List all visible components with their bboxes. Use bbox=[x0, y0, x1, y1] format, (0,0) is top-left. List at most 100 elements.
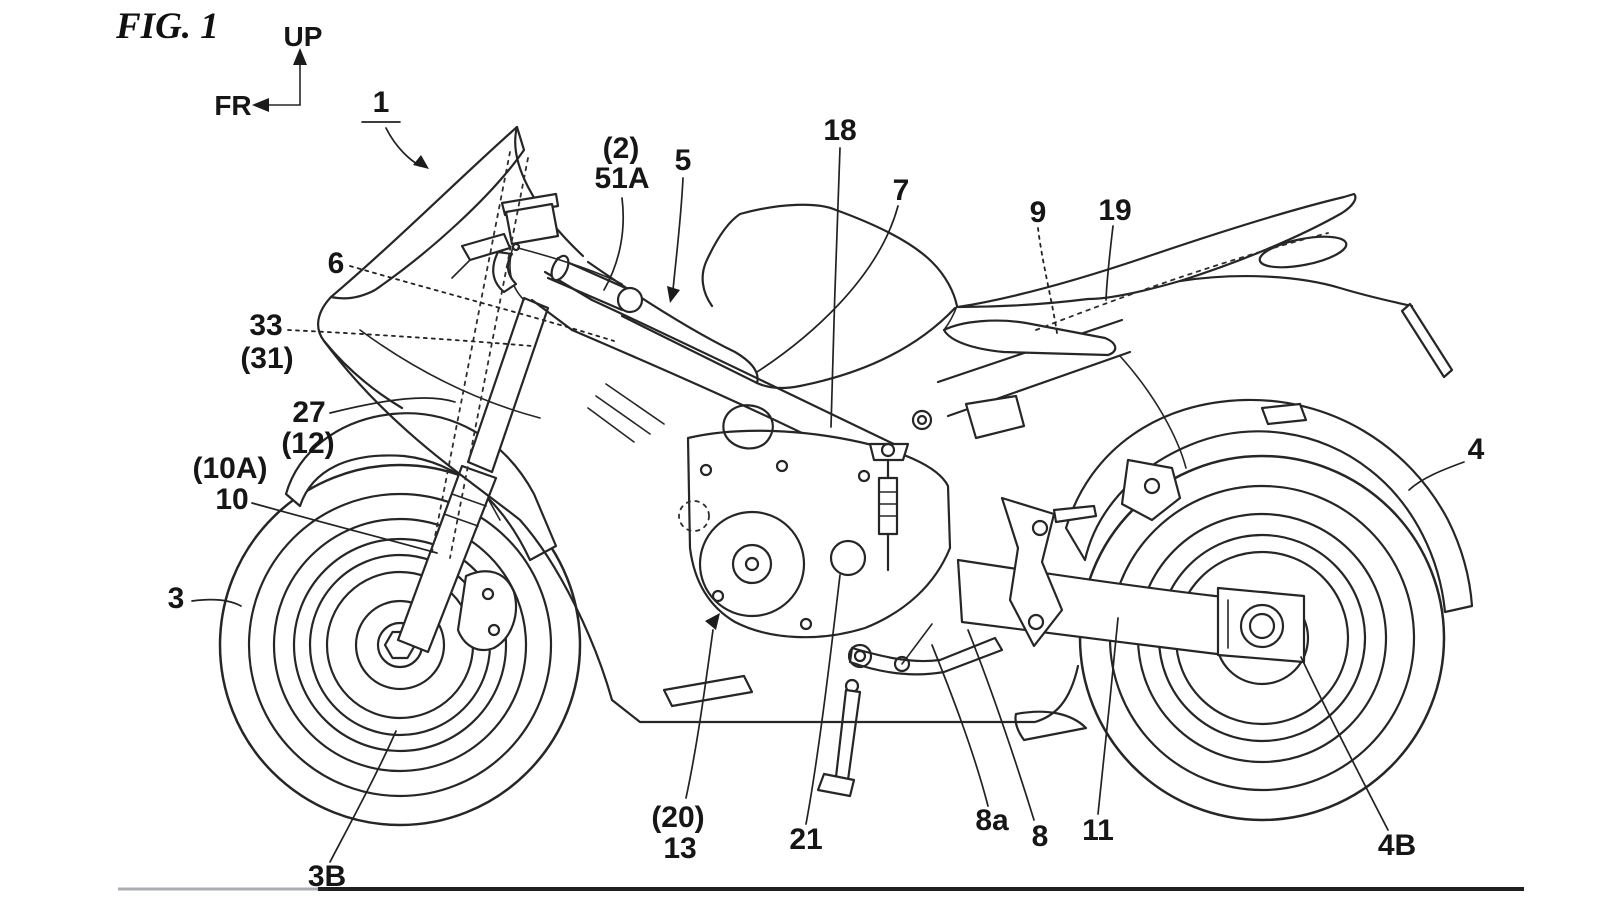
ref-label-18: 18 bbox=[823, 114, 856, 147]
fairing-louver bbox=[605, 383, 665, 425]
rear-shock bbox=[868, 442, 910, 572]
pillion-pad bbox=[1258, 235, 1348, 269]
brake-hose bbox=[509, 243, 525, 301]
ref-label-13: 13 bbox=[663, 832, 696, 865]
tank-side-edge-front bbox=[620, 314, 759, 385]
caliper-body bbox=[456, 570, 518, 652]
ref-4-leader bbox=[1408, 461, 1465, 491]
linkage-rod bbox=[901, 623, 933, 665]
bar-clamp bbox=[492, 250, 518, 294]
engine-bolt bbox=[711, 589, 725, 603]
ref-4B-leader bbox=[1300, 656, 1389, 831]
up-label: UP bbox=[284, 21, 323, 52]
ref-label-5: 5 bbox=[675, 144, 692, 177]
footpeg-bolt bbox=[1027, 613, 1045, 631]
handlebar-controls bbox=[451, 192, 644, 314]
ref-label-31: (31) bbox=[240, 342, 293, 375]
ref-10-leader bbox=[251, 502, 438, 554]
shock-top-mount bbox=[868, 442, 910, 462]
up-arrowhead-icon bbox=[293, 48, 307, 65]
ref-1-leader bbox=[385, 127, 421, 167]
fr-label: FR bbox=[214, 90, 251, 121]
ref-label-11: 11 bbox=[1082, 814, 1114, 847]
engine-bolt bbox=[775, 459, 789, 473]
ref-label-10A: (10A) bbox=[192, 452, 267, 485]
linkage-and-pedal bbox=[847, 623, 1004, 676]
kickstand-leg bbox=[834, 688, 862, 782]
ref-label-4: 4 bbox=[1468, 433, 1485, 466]
rear-fender-hugger bbox=[1064, 398, 1474, 614]
ref-3B-leader bbox=[329, 730, 397, 863]
linkage-pivot-center bbox=[853, 649, 867, 663]
rear-axle-circle bbox=[1239, 603, 1285, 649]
footpeg-plate bbox=[1000, 496, 1064, 648]
under-tail-edge bbox=[1178, 275, 1414, 308]
main-spar-top bbox=[590, 298, 900, 448]
ref-6-leader bbox=[349, 265, 615, 342]
ref-9-leader bbox=[1037, 227, 1058, 334]
bracket-plate bbox=[1120, 458, 1182, 522]
fuel-tank-outline bbox=[701, 203, 959, 308]
ref-label-33: 33 bbox=[249, 309, 282, 342]
tail-stay bbox=[1400, 302, 1454, 379]
clutch-cover-center bbox=[744, 556, 760, 572]
ref-label-6: 6 bbox=[328, 247, 345, 280]
ref-label-27: 27 bbox=[292, 396, 325, 429]
fork-band-line bbox=[451, 493, 487, 507]
brake-pedal-arm bbox=[848, 636, 1004, 676]
subframe-plate bbox=[964, 394, 1026, 440]
ref-label-12: (12) bbox=[281, 427, 334, 460]
kickstand-foot bbox=[816, 772, 856, 798]
subframe-cover-edge bbox=[1119, 355, 1187, 469]
footpeg bbox=[1052, 504, 1098, 524]
engine-cover-circle bbox=[829, 539, 867, 577]
bar-end-weight bbox=[616, 286, 644, 314]
footpeg-bolt bbox=[1031, 519, 1049, 537]
ref-27-leader bbox=[329, 397, 456, 414]
ref-label-19: 19 bbox=[1098, 194, 1131, 227]
fork-slider bbox=[396, 464, 498, 654]
tail-hidden-line bbox=[1035, 232, 1329, 331]
crankcase-outline bbox=[686, 429, 952, 639]
tank-seat-junction bbox=[943, 305, 958, 331]
headlight-edge-line bbox=[359, 329, 541, 419]
rider-seat bbox=[942, 319, 1117, 357]
fairing-louver bbox=[595, 395, 651, 435]
front-rim-circle bbox=[272, 517, 528, 773]
caliper-bolt bbox=[481, 587, 495, 601]
ref-5-leader bbox=[672, 177, 684, 291]
tank-side-edge-rear bbox=[755, 306, 957, 390]
ref-51A-leader bbox=[603, 197, 625, 291]
shock-body bbox=[877, 476, 899, 536]
ref-label-8a: 8a bbox=[975, 804, 1009, 837]
shock-top-eye bbox=[880, 442, 896, 458]
ref-8a-leader bbox=[931, 644, 989, 807]
figure-title: FIG. 1 bbox=[115, 6, 219, 47]
rear-axle-bolt bbox=[1248, 612, 1276, 640]
tail-cowl bbox=[956, 192, 1357, 309]
ref-13-arrowhead-icon bbox=[705, 613, 720, 630]
ref-label-10: 10 bbox=[215, 483, 248, 516]
ref-label-4B: 4B bbox=[1378, 829, 1416, 862]
engine-bolt bbox=[799, 617, 813, 631]
front-hub-circle bbox=[354, 599, 446, 691]
side-fairing-lower-edge bbox=[322, 339, 614, 702]
front-rim-inner-circle bbox=[292, 537, 508, 753]
engine bbox=[678, 429, 952, 639]
engine-bolt bbox=[857, 469, 871, 483]
head-tube-line bbox=[530, 298, 574, 332]
front-tire-circle bbox=[218, 463, 582, 827]
frame-bolt bbox=[911, 409, 933, 431]
front-disc-circle bbox=[308, 553, 492, 737]
ref-label-3: 3 bbox=[168, 582, 185, 615]
ref-7-leader bbox=[756, 205, 899, 373]
ref-1-arrowhead-icon bbox=[413, 155, 429, 169]
ref-label-3B: 3B bbox=[308, 860, 346, 893]
engine-bolt bbox=[699, 463, 713, 477]
belly-pan-edge bbox=[610, 664, 1080, 724]
ref-label-20: (20) bbox=[651, 801, 704, 834]
ref-5-arrowhead-icon bbox=[667, 286, 680, 303]
front-brake-caliper bbox=[456, 570, 518, 652]
swingarm bbox=[956, 558, 1306, 664]
